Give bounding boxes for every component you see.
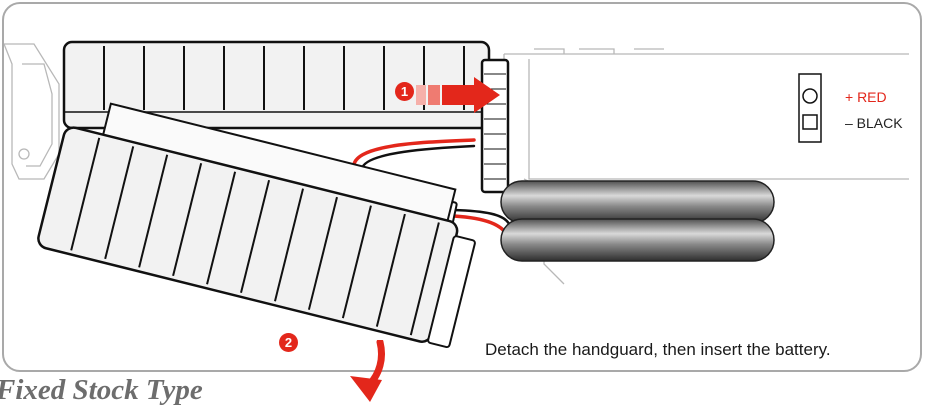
- page-title: Fixed Stock Type: [0, 374, 203, 406]
- curved-arrow-down-icon: [350, 340, 385, 402]
- legend-black-swatch: [802, 114, 818, 130]
- legend-black-label: – BLACK: [845, 115, 903, 131]
- step-2-badge: 2: [279, 333, 298, 352]
- lower-handguard: [37, 102, 476, 349]
- step-1-badge: 1: [395, 82, 414, 101]
- legend-red-swatch: [802, 88, 818, 104]
- diagram-frame: 1 2 + RED – BLACK Detach the handguard, …: [2, 2, 922, 372]
- instruction-caption: Detach the handguard, then insert the ba…: [485, 340, 831, 359]
- battery-black-wire: [452, 208, 511, 226]
- battery-pack: [500, 180, 775, 262]
- delta-ring: [480, 58, 510, 194]
- arrow-right-icon: [416, 77, 500, 113]
- wire-legend: [798, 73, 822, 143]
- rifle-diagram: [4, 40, 909, 349]
- legend-red-label: + RED: [845, 89, 887, 105]
